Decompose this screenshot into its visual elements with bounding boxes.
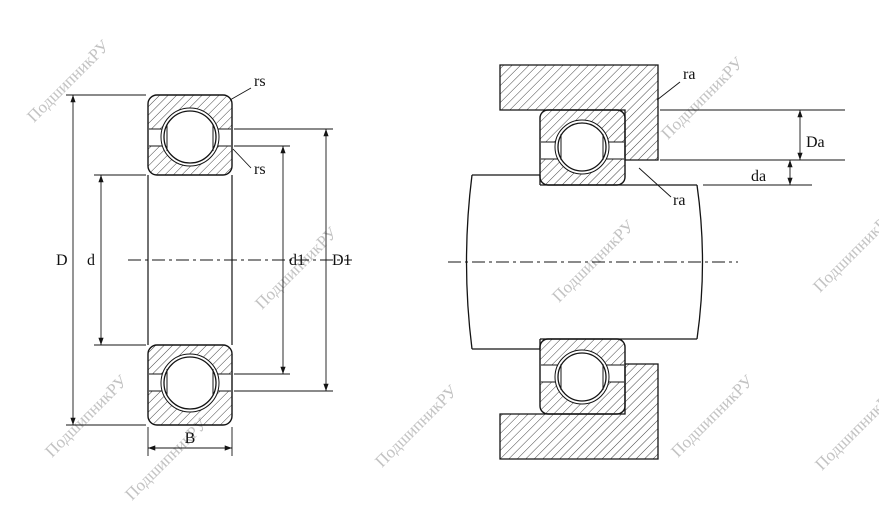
bearing-top-section [147,94,233,176]
left-section-view: D d d1 D1 B rs rs [56,73,352,456]
ball [163,110,217,164]
watermark-text: ПодшипникРУ [121,414,211,504]
leader-rs-outer [229,87,252,101]
shaft-right-end-curve [696,184,704,340]
ball [557,122,607,172]
ring-section-outline [147,344,233,426]
label-B: B [185,430,196,447]
ring-section-outline [147,94,233,176]
label-ra-mid: ra [673,192,685,209]
label-rs-outer: rs [254,73,266,90]
watermark-text: ПодшипникРУ [371,381,461,471]
right-installation-view: ra ra Da da [448,64,845,460]
dimension-lines [70,95,329,451]
leader-rs-inner [232,148,252,169]
watermark-text: ПодшипникРУ [667,371,757,461]
leader-ra-top [656,81,681,101]
label-d: d [87,252,95,269]
bearing-top-section [539,109,626,186]
ball [163,356,217,410]
watermark-text: ПодшипникРУ [657,53,747,143]
watermark-text: ПодшипникРУ [811,384,879,474]
label-da: da [751,168,766,185]
watermark-text: ПодшипникРУ [23,36,113,126]
leader-ra-mid [638,167,672,198]
watermark-text: ПодшипникРУ [548,216,638,306]
bearing-bottom-section [147,344,233,426]
extension-lines [660,109,845,186]
label-rs-inner: rs [254,161,266,178]
bearing-bottom-section [539,338,626,415]
label-Da: Da [806,134,825,151]
label-D: D [56,252,68,269]
dimension-lines [787,110,803,185]
label-ra-top: ra [683,66,695,83]
label-d1: d1 [289,252,305,269]
watermark-text: ПодшипникРУ [41,371,131,461]
ball [557,352,607,402]
label-D1: D1 [332,252,352,269]
watermark-text: ПодшипникРУ [809,206,879,296]
